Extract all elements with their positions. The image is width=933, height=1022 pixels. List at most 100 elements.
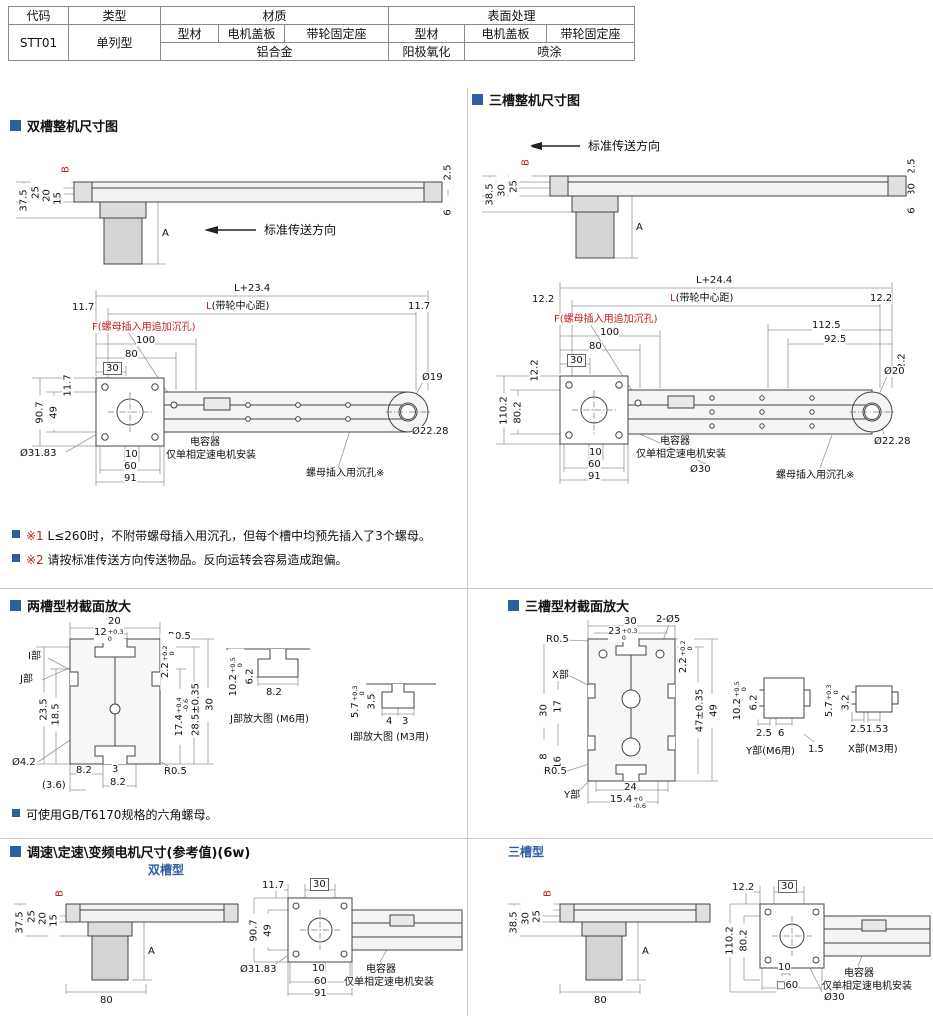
dim-dia-22-28: Ø22.28 [874,436,911,447]
dim-90-7: 90.7 [248,913,260,948]
dim-b-10: 10 [589,447,602,458]
dim-17-4-tol: 17.4+0.4-0.6 [174,688,190,745]
section-title: 三槽型材截面放大 [525,600,630,615]
channel-hole [621,737,641,757]
dim-b-91: 91 [124,473,137,484]
dim-b-3: 3 [112,764,119,775]
dim-l-17: 17 [552,689,564,724]
dim-47: 47±0.35 [694,682,706,739]
rail-plan [163,391,409,433]
y-slot-detail [763,677,805,719]
dim-overall-height: 37.5 [14,905,26,940]
note-2: ※2 请按标准传送方向传送物品。反向运转会容易造成跑偏。 [12,551,348,568]
subcol-material-cover: 电机盖板 [218,24,285,43]
dim-b-91: 91 [588,471,601,482]
dim-dia-4-2: Ø4.2 [12,757,36,768]
dim-belt-b: B [54,876,66,911]
section-square-icon [472,94,483,105]
col-header-surface: 表面处理 [388,6,635,25]
section-header-triple-profile: 三槽型材截面放大 [508,596,629,615]
dim-flange-diameter: Ø31.83 [240,964,277,975]
dim-100: 100 [136,335,156,346]
dim-30: 30 [567,354,586,367]
nut-counterbore-label: 螺母插入用沉孔※ [776,470,855,481]
dim-xd-3: 3 [882,724,889,735]
cell-material: 铝合金 [160,42,389,61]
dim-6: 6 [906,193,918,228]
label-y-section: Y部 [564,790,581,801]
dim-r05-bottom: R0.5 [164,766,187,777]
note-1: ※1 L≤260时，不附带螺母插入用沉孔，但每个槽中均预先插入了3个螺母。 [12,527,431,544]
capacitor [389,914,415,927]
dim-f-counterbore: F(螺母插入用追加沉孔) [92,322,196,333]
dim-motor-height-a: A [162,228,169,239]
dim-edge-right: 11.7 [408,301,431,312]
dim-30: 30 [103,362,122,375]
note-square-icon [12,554,20,562]
section-header-dual-overview: 双槽整机尺寸图 [10,116,118,135]
dim-b-10: 10 [312,963,325,974]
dim-xd-1-5: 1.5 [866,724,882,735]
dim-v-110-2: 110.2 [498,393,510,428]
dim-b-60: □60 [776,980,799,991]
dim-80: 80 [594,995,607,1006]
dim-height-30: 30 [204,687,216,722]
column-divider [467,88,468,1016]
capacitor-note: 仅单相定速电机安装 [166,450,256,461]
section-header-dual-profile: 两槽型材截面放大 [10,596,131,615]
dim-20: 20 [41,178,53,213]
dim-yd-1-5: 1.5 [808,744,824,755]
section-square-icon [10,846,21,857]
dim-dia-22-28: Ø22.28 [412,426,449,437]
dim-pulley-center-distance: L(带轮中心距) [670,293,734,304]
col-header-code: 代码 [8,6,69,25]
dim-b-8-2-2: 8.2 [110,777,126,788]
dim-edge-right: 12.2 [870,293,893,304]
nut-counterbore-label: 螺母插入用沉孔※ [306,468,385,479]
dim-80: 80 [589,341,602,352]
center-hole [109,703,121,715]
dim-23-5: 23.5 [38,692,50,727]
i-slot-detail [381,684,415,709]
dim-v-12-2: 12.2 [529,353,541,388]
dim-l-30: 30 [538,693,550,728]
triple-side-view-drawing [482,142,918,259]
gearhead [99,201,147,219]
direction-arrow-icon [204,226,218,234]
dim-v-80-2: 80.2 [512,395,524,430]
dim-b-8-2: 8.2 [76,765,92,776]
direction-label: 标准传送方向 [264,223,337,238]
capacitor [861,919,887,932]
caption-y-detail: Y部(M6用) [746,746,795,757]
section-square-icon [508,600,519,611]
dim-v-49: 49 [48,395,60,430]
dim-28-5: 28.5±0.35 [190,681,202,738]
dim-pulley-center-distance: L(带轮中心距) [206,301,270,312]
motor-flange [287,897,353,963]
dim-overall-length: L+23.4 [234,283,271,294]
caption-i-detail: I部放大图 (M3用) [350,732,429,743]
dim-belt-b: B [520,145,532,180]
dim-yd-6: 6 [778,728,785,739]
dim-overall-height: 38.5 [484,177,496,212]
gearhead [87,921,133,937]
dim-width-20: 20 [108,616,121,627]
motor-dual-subtitle: 双槽型 [148,863,185,877]
dim-b-60: 60 [588,459,601,470]
dim-6: 6 [442,195,454,230]
section-title: 两槽型材截面放大 [27,600,132,615]
j-slot-detail [257,649,299,678]
capacitor [203,397,231,411]
hex-nut-note: 可使用GB/T6170规格的六角螺母。 [12,806,217,823]
note-1-mark: ※1 [26,529,44,543]
cell-surface-paint: 喷涂 [464,42,635,61]
note-square-icon [12,530,20,538]
dim-30: 30 [496,173,508,208]
dia5-hole [655,649,665,659]
dim-18-5: 18.5 [50,697,62,732]
